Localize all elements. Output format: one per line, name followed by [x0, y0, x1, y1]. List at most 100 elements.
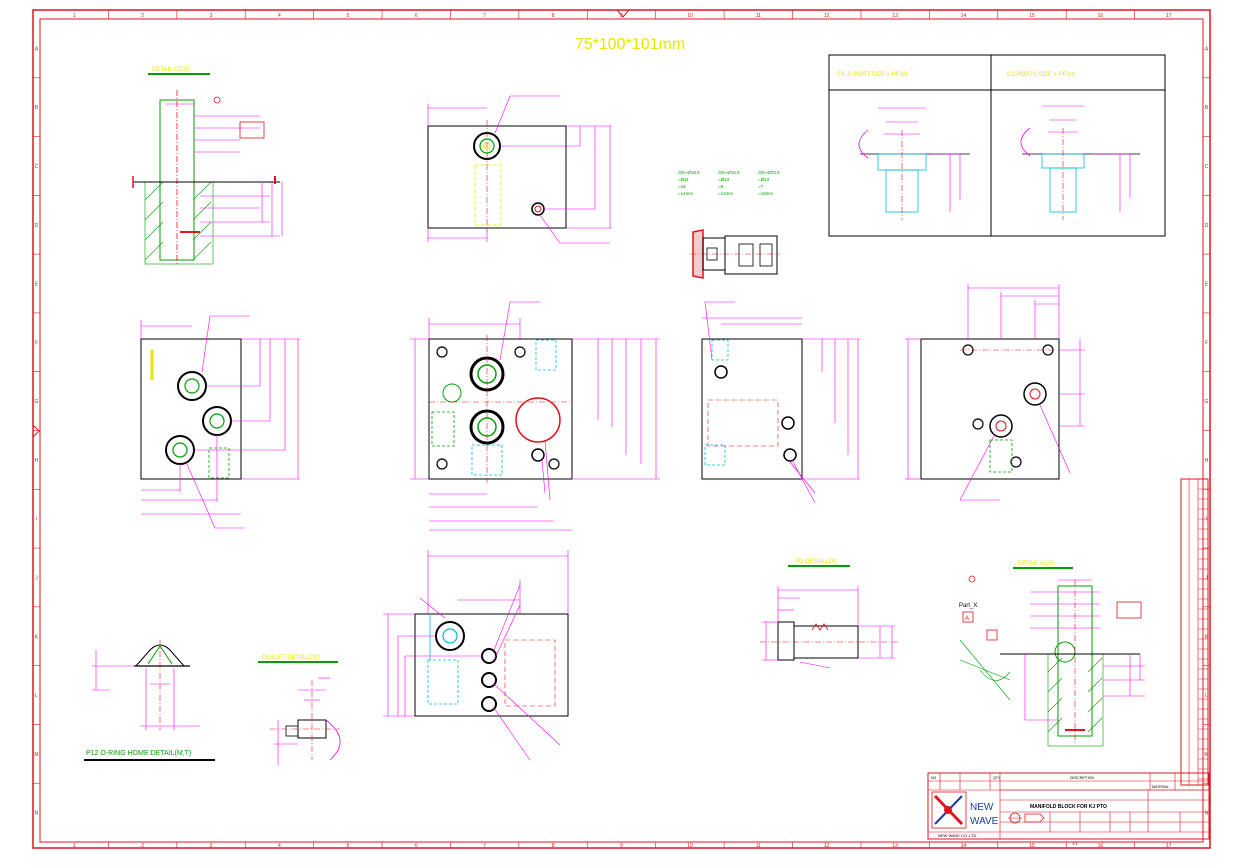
row-mark-left: L — [35, 693, 38, 699]
column-mark-bottom: 7 — [483, 843, 486, 849]
row-mark-right: M — [1204, 752, 1208, 758]
spec-r2c2: =Ø13 — [718, 177, 730, 182]
column-mark-bottom: 8 — [552, 843, 555, 849]
oring-home-detail: P12 O-RING HOME DETAIL(M,T) — [84, 640, 215, 761]
row-mark-right: I — [1206, 517, 1207, 523]
part-x-label: Part_X — [959, 603, 977, 609]
front-view-three-ports — [140, 315, 300, 529]
bottom-view-body — [383, 550, 569, 761]
outlet-small-detail: OUTLET DETAIL(2X) — [258, 655, 341, 765]
column-mark-bottom: 2 — [141, 843, 144, 849]
column-mark-top: 3 — [210, 13, 213, 19]
datum-a-label: A — [965, 616, 969, 622]
spec-r2c3: =Ø13 — [758, 177, 770, 182]
fitting-side-view — [690, 229, 780, 279]
column-mark-bottom: 1 — [73, 843, 76, 849]
detail-a-label: DETAIL A(2X) — [1018, 561, 1055, 567]
column-mark-top: 1 — [73, 13, 76, 19]
row-mark-right: C — [1205, 164, 1209, 170]
spec-r1c1: OD=Ø18.5 — [678, 170, 700, 175]
seal-spec-table: OD=Ø18.5 OD=Ø16.5 OD=Ø23.5 =Ø11 =Ø13 =Ø1… — [678, 170, 780, 196]
spec-r2c1: =Ø11 — [678, 177, 689, 182]
column-mark-bottom: 17 — [1166, 843, 1172, 849]
row-mark-left: B — [35, 105, 39, 111]
row-mark-right: N — [1205, 811, 1209, 817]
row-mark-left: I — [36, 517, 37, 523]
column-mark-top: 15 — [1029, 13, 1035, 19]
side-view-right — [701, 301, 860, 504]
spec-r1c2: OD=Ø16.5 — [718, 170, 740, 175]
outlet-detail-label: OUTLET DETAIL(2X) — [262, 655, 319, 661]
title-header-no: NO — [931, 776, 937, 780]
spec-r1c3: OD=Ø23.5 — [758, 170, 780, 175]
column-mark-bottom: 9 — [620, 843, 623, 849]
company-name: NEW WAVE CO.,LTD — [938, 833, 976, 838]
pd-detail-label: PD DETAIL(2X) — [795, 559, 837, 565]
column-mark-top: 5 — [346, 13, 349, 19]
column-mark-bottom: 13 — [892, 843, 898, 849]
title-block: NO QTY DESCRIPTION MATERIAL MANIFOLD BLO… — [927, 772, 1210, 846]
row-mark-left: D — [35, 223, 39, 229]
column-mark-bottom: 5 — [346, 843, 349, 849]
port-section-right — [1020, 105, 1140, 220]
column-mark-top: 14 — [961, 13, 967, 19]
scale-value: 1:1 — [1072, 841, 1078, 846]
row-mark-right: B — [1205, 105, 1209, 111]
new-wave-logo — [931, 791, 967, 829]
row-mark-left: M — [34, 752, 38, 758]
detail-a-view: DETAIL A(2X) Part_X A — [959, 561, 1145, 747]
column-mark-top: 7 — [483, 13, 486, 19]
row-mark-left: J — [35, 575, 38, 581]
row-mark-left: H — [35, 458, 39, 464]
column-mark-top: 2 — [141, 13, 144, 19]
row-mark-right: D — [1205, 223, 1209, 229]
column-mark-bottom: 6 — [415, 843, 418, 849]
port-table-left-title: P,L,S PORT SIZE = PF3/8 — [838, 72, 909, 78]
column-mark-top: 16 — [1098, 13, 1104, 19]
front-view-main-body — [410, 301, 660, 531]
column-mark-bottom: 15 — [1029, 843, 1035, 849]
row-mark-left: E — [35, 282, 39, 288]
side-view-far-right — [905, 284, 1085, 501]
row-mark-right: H — [1205, 458, 1209, 464]
row-mark-right: F — [1205, 340, 1208, 346]
row-mark-right: E — [1205, 282, 1209, 288]
detail-c-view: DETAIL C(2X) — [132, 67, 283, 265]
column-mark-top: 10 — [687, 13, 693, 19]
row-mark-right: G — [1205, 399, 1209, 405]
row-mark-left: A — [35, 46, 39, 52]
row-mark-right: K — [1205, 634, 1209, 640]
column-mark-top: 4 — [278, 13, 281, 19]
row-mark-left: K — [35, 634, 39, 640]
row-mark-right: L — [1205, 693, 1208, 699]
column-mark-top: 11 — [756, 13, 761, 19]
spec-r4c2: =12mm — [718, 191, 733, 196]
spec-r3c3: =7 — [758, 184, 764, 189]
column-mark-top: 6 — [415, 13, 418, 19]
spec-r3c2: =8 — [718, 184, 724, 189]
port-table-right-title: C2 PORTS SIZE = PF1/4 — [1007, 72, 1075, 78]
column-mark-top: 17 — [1166, 13, 1172, 19]
row-mark-right: J — [1205, 575, 1208, 581]
brand-line-2: WAVE — [970, 816, 999, 827]
spec-r4c1: =14mm — [678, 191, 693, 196]
column-mark-bottom: 12 — [824, 843, 830, 849]
drawing-title: MANIFOLD BLOCK FOR KJ PTO — [1030, 804, 1107, 810]
size-title: 75*100*101mm — [575, 36, 685, 53]
title-header-description: DESCRIPTION — [1070, 776, 1094, 780]
column-mark-bottom: 16 — [1098, 843, 1104, 849]
column-mark-top: 12 — [824, 13, 830, 19]
column-mark-top: 8 — [552, 13, 555, 19]
column-mark-top: 13 — [892, 13, 898, 19]
top-side-view — [427, 95, 612, 244]
oring-title: P12 O-RING HOME DETAIL(M,T) — [86, 750, 191, 757]
spec-r4c3: =19mm — [758, 191, 773, 196]
column-mark-bottom: 11 — [756, 843, 761, 849]
spec-r3c1: =15 — [678, 184, 686, 189]
port-section-left — [858, 107, 970, 220]
